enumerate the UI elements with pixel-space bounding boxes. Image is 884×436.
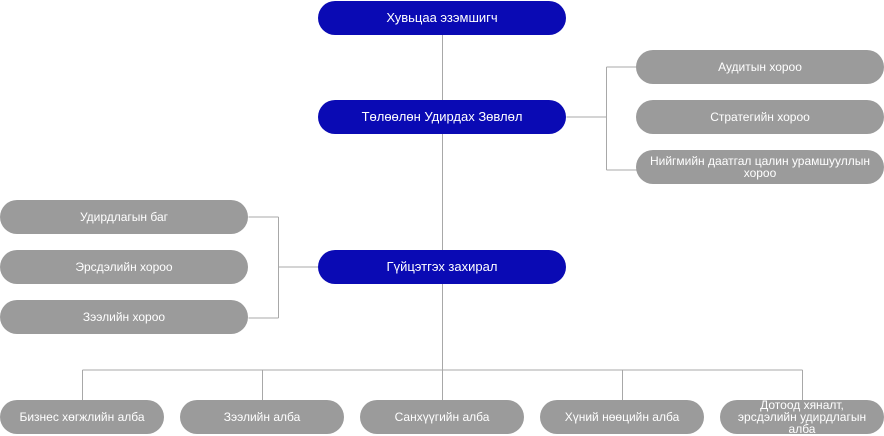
node-finance-dept: Санхүүгийн алба xyxy=(360,400,524,434)
node-risk-committee: Эрсдэлийн хороо xyxy=(0,250,248,284)
node-business-dev-dept: Бизнес хөгжлийн алба xyxy=(0,400,164,434)
node-shareholders: Хувьцаа эзэмшигч xyxy=(318,1,566,35)
node-credit-dept: Зээлийн алба xyxy=(180,400,344,434)
node-credit-committee: Зээлийн хороо xyxy=(0,300,248,334)
node-hr-dept: Хүний нөөцийн алба xyxy=(540,400,704,434)
node-board: Төлөөлөн Удирдах Зөвлөл xyxy=(318,100,566,134)
node-remuneration-committee: Нийгмийн даатгал цалин урамшууллын хороо xyxy=(636,150,884,184)
node-strategy-committee: Стратегийн хороо xyxy=(636,100,884,134)
node-management-team: Удирдлагын баг xyxy=(0,200,248,234)
node-internal-control-dept: Дотоод хяналт, эрсдэлийн удирдлагын алба xyxy=(720,399,884,435)
node-audit-committee: Аудитын хороо xyxy=(636,50,884,84)
node-ceo: Гүйцэтгэх захирал xyxy=(318,250,566,284)
